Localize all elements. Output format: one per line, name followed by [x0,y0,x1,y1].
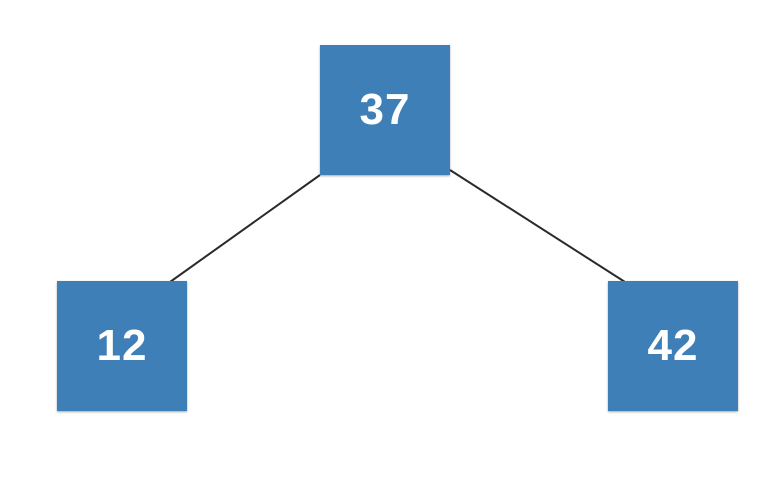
node-root-label: 37 [359,85,411,134]
edge-root-left [169,174,321,283]
tree-node-root: 37 [320,45,450,175]
tree-node-left-child: 12 [57,281,187,411]
node-left-label: 12 [96,321,148,370]
node-right-label: 42 [647,321,699,370]
edge-root-right [449,169,626,283]
tree-node-right-child: 42 [608,281,738,411]
